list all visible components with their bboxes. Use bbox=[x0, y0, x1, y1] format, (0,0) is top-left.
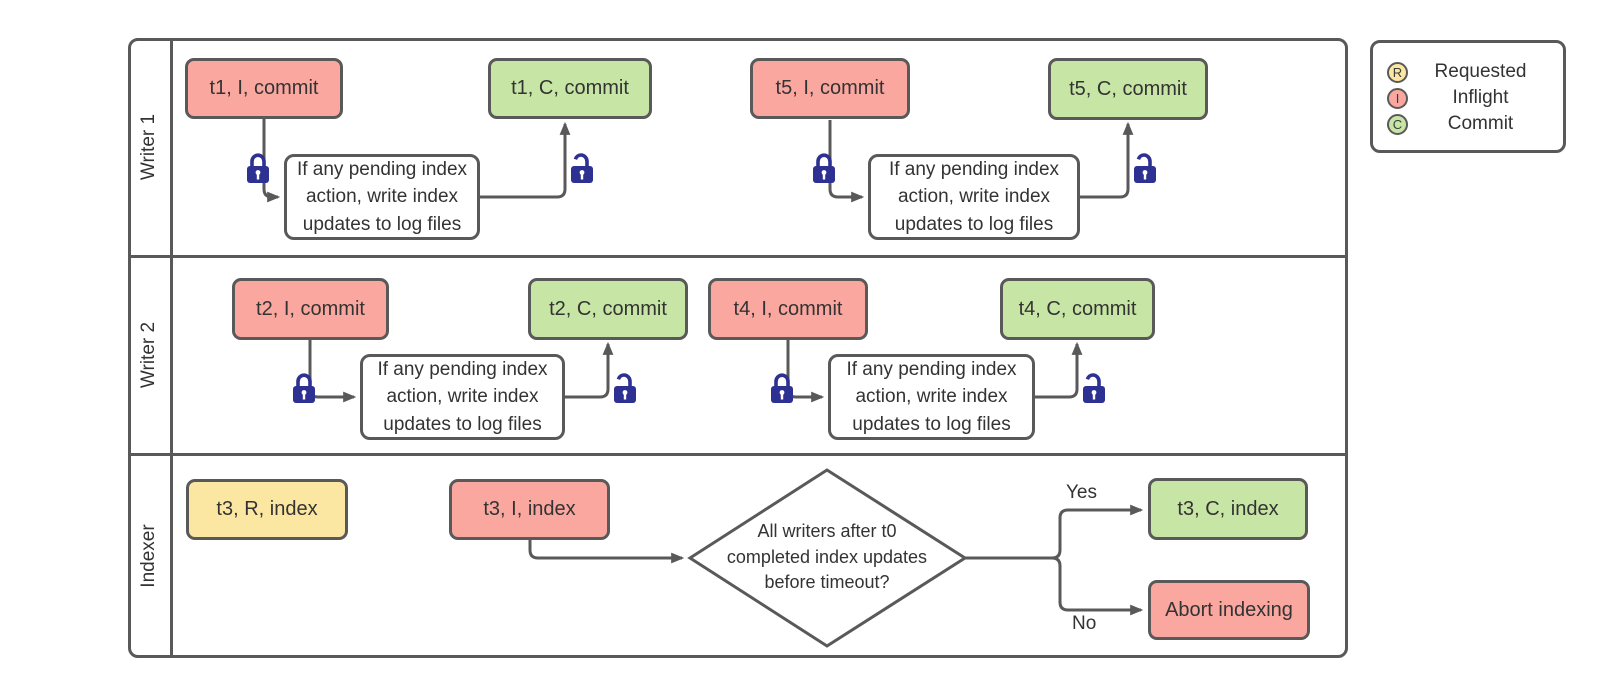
legend: R Requested I Inflight C Commit bbox=[1370, 40, 1566, 153]
lock-closed-icon bbox=[813, 153, 835, 183]
legend-item-commit: C Commit bbox=[1387, 111, 1553, 137]
lock-closed-icon bbox=[293, 373, 315, 403]
legend-item-requested: R Requested bbox=[1387, 59, 1553, 85]
node-t2-inflight: t2, I, commit bbox=[232, 278, 389, 340]
legend-label: Inflight bbox=[1452, 87, 1509, 108]
node-t1-commit: t1, C, commit bbox=[488, 58, 652, 119]
lane-divider-2 bbox=[128, 453, 1348, 456]
legend-item-inflight: I Inflight bbox=[1387, 85, 1553, 111]
legend-label: Requested bbox=[1434, 61, 1527, 82]
edge-label-yes: Yes bbox=[1066, 482, 1097, 503]
node-t4-inflight: t4, I, commit bbox=[708, 278, 868, 340]
edge-label-no: No bbox=[1072, 613, 1097, 634]
node-pending-index-writer2-a: If any pending index action, write index… bbox=[360, 354, 565, 440]
decision-diamond-label: All writers after t0 completed index upd… bbox=[726, 521, 928, 593]
node-abort-indexing: Abort indexing bbox=[1148, 580, 1310, 640]
node-pending-index-writer1-b: If any pending index action, write index… bbox=[868, 154, 1080, 240]
node-t3-inflight: t3, I, index bbox=[449, 479, 610, 540]
node-t4-commit: t4, C, commit bbox=[1000, 278, 1155, 340]
node-t3-commit: t3, C, index bbox=[1148, 478, 1308, 540]
lock-open-icon bbox=[1083, 373, 1105, 403]
lock-open-icon bbox=[571, 153, 593, 183]
node-pending-index-writer2-b: If any pending index action, write index… bbox=[828, 354, 1035, 440]
inflight-badge-icon: I bbox=[1387, 87, 1408, 109]
lock-open-icon bbox=[614, 373, 636, 403]
node-t1-inflight: t1, I, commit bbox=[185, 58, 343, 119]
lane-label-writer2: Writer 2 bbox=[138, 321, 159, 389]
node-t3-requested: t3, R, index bbox=[186, 479, 348, 540]
lane-label-indexer: Indexer bbox=[138, 524, 159, 588]
lane-divider-1 bbox=[128, 255, 1348, 258]
node-t5-commit: t5, C, commit bbox=[1048, 58, 1208, 120]
commit-badge-icon: C bbox=[1387, 113, 1408, 135]
lock-closed-icon bbox=[771, 373, 793, 403]
legend-label: Commit bbox=[1447, 113, 1514, 134]
requested-badge-icon: R bbox=[1387, 61, 1408, 83]
lane-label-column-divider bbox=[170, 38, 173, 658]
node-t5-inflight: t5, I, commit bbox=[750, 58, 910, 119]
node-t2-commit: t2, C, commit bbox=[528, 278, 688, 340]
node-pending-index-writer1-a: If any pending index action, write index… bbox=[284, 154, 480, 240]
lane-label-writer1: Writer 1 bbox=[138, 113, 159, 181]
lock-closed-icon bbox=[247, 153, 269, 183]
lock-open-icon bbox=[1134, 153, 1156, 183]
